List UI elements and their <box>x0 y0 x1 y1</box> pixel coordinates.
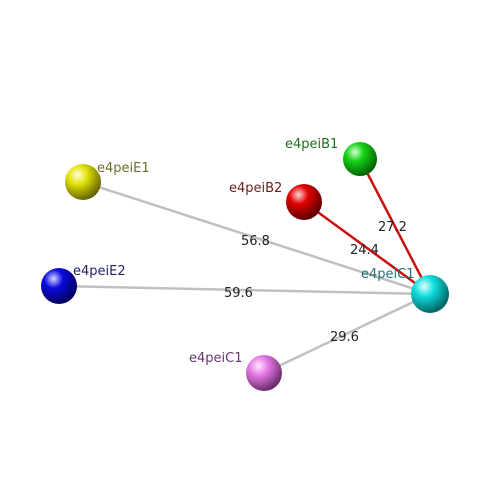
node-labels: e4peiE1 e4peiB1 e4peiB2 e4peiE2 e4peiC1 … <box>73 137 414 366</box>
node-e4peiC1[interactable] <box>411 275 449 313</box>
node-e4peiB2[interactable] <box>286 184 322 220</box>
edge-e4peiB2-e4peiC1 <box>303 200 431 296</box>
node-e4peiB1[interactable] <box>343 142 377 176</box>
node-label-e4peiC1-pink: e4peiC1 <box>189 351 242 366</box>
nodes <box>41 142 449 391</box>
edge-label-27-2: 27.2 <box>378 220 407 235</box>
edge-labels: 56.8 59.6 29.6 24.4 27.2 <box>224 220 407 345</box>
node-e4peiE1[interactable] <box>65 164 101 200</box>
node-label-e4peiB1: e4peiB1 <box>285 137 338 152</box>
edges <box>58 158 432 375</box>
node-label-e4peiB2: e4peiB2 <box>229 181 282 196</box>
node-label-e4peiE1: e4peiE1 <box>97 161 150 176</box>
edge-label-59-6: 59.6 <box>224 286 253 301</box>
node-label-e4peiE2: e4peiE2 <box>73 264 126 279</box>
node-label-e4peiC1: e4peiC1 <box>361 267 414 282</box>
node-e4peiE2[interactable] <box>41 268 77 304</box>
edge-e4peiC1b-e4peiC1 <box>263 292 431 375</box>
edge-e4peiE2-e4peiC1 <box>58 284 431 296</box>
node-e4peiC1-pink[interactable] <box>246 355 282 391</box>
edge-e4peiE1-e4peiC1 <box>82 180 431 296</box>
edge-label-56-8: 56.8 <box>241 234 270 249</box>
edge-e4peiB1-e4peiC1 <box>358 158 432 295</box>
edge-label-24-4: 24.4 <box>350 243 379 258</box>
edge-label-29-6: 29.6 <box>330 330 359 345</box>
